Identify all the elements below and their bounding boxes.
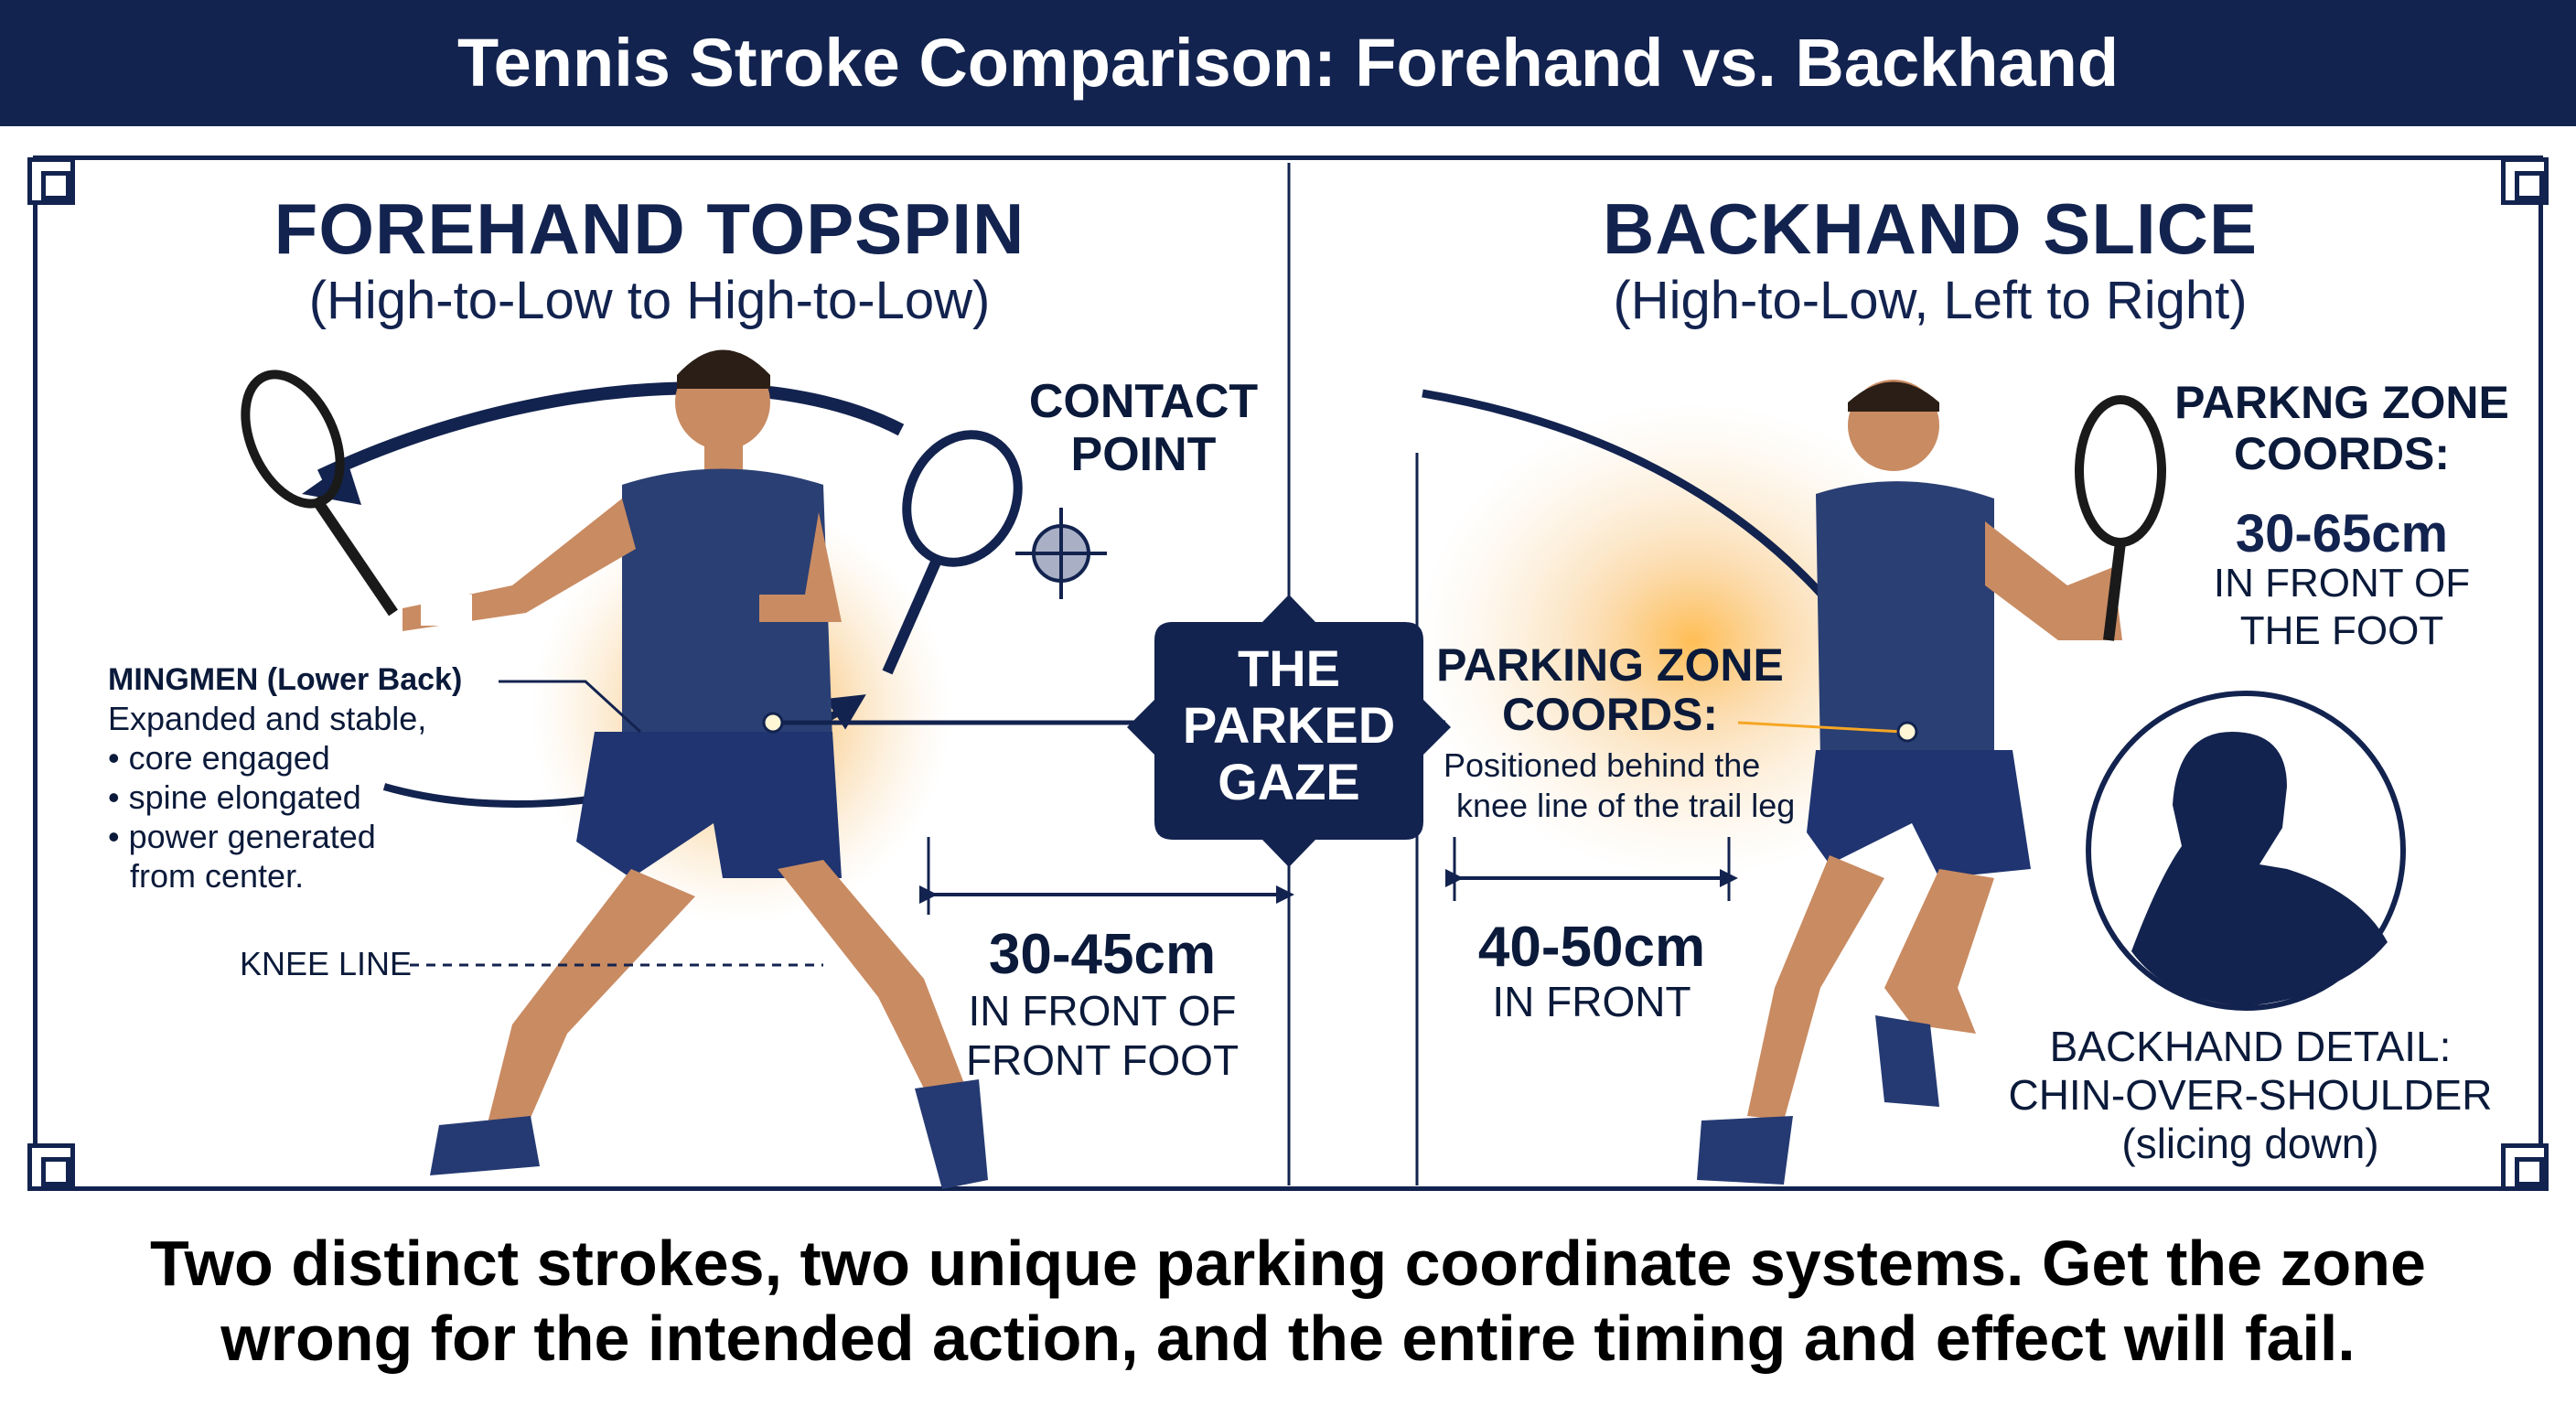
parked-gaze-box bbox=[1127, 595, 1451, 867]
forehand-backswing-arc bbox=[317, 381, 905, 482]
right-zone-title: PARKNG ZONE COORDS: bbox=[2174, 377, 2509, 479]
forehand-player-figure bbox=[241, 349, 1023, 1189]
forehand-arrow-head bbox=[302, 462, 361, 505]
backhand-point-icon bbox=[1896, 721, 1918, 743]
mingmen-point-icon bbox=[762, 712, 784, 734]
backhand-zone-title: PARKING ZONE COORDS: bbox=[1436, 639, 1784, 740]
frame-corner-ornament bbox=[2501, 157, 2549, 205]
parked-gaze-label: THE PARKED GAZE bbox=[1182, 639, 1396, 810]
page-header: Tennis Stroke Comparison: Forehand vs. B… bbox=[0, 0, 2576, 126]
contact-point-label: CONTACT POINT bbox=[1028, 375, 1259, 481]
backhand-subtitle: (High-to-Low, Left to Right) bbox=[1613, 271, 2248, 330]
backhand-measure-desc: IN FRONT bbox=[1492, 978, 1691, 1025]
contact-point-crosshair bbox=[1015, 508, 1107, 599]
backhand-detail-caption: BACKHAND DETAIL: CHIN-OVER-SHOULDER (sli… bbox=[2008, 1023, 2493, 1167]
frame-corner-ornament bbox=[2501, 1143, 2549, 1191]
forehand-title: FOREHAND TOPSPIN bbox=[274, 188, 1025, 269]
right-zone-desc: IN FRONT OF THE FOOT bbox=[2213, 561, 2471, 653]
right-zone-value: 30-65cm bbox=[2235, 504, 2449, 563]
mingmen-annotation: MINGMEN (Lower Back) Expanded and stable… bbox=[108, 662, 463, 895]
backhand-measure-value: 40-50cm bbox=[1477, 916, 1706, 979]
content-frame bbox=[33, 156, 2543, 1191]
frame-corner-ornament bbox=[27, 1143, 75, 1191]
footer-caption: Two distinct strokes, two unique parking… bbox=[149, 1228, 2426, 1374]
knee-line-label: KNEE LINE bbox=[240, 945, 413, 982]
zone-leader-line bbox=[1737, 721, 1904, 734]
chin-over-shoulder-silhouette bbox=[2086, 691, 2406, 1011]
backhand-title: BACKHAND SLICE bbox=[1603, 188, 2258, 269]
forehand-measure-value: 30-45cm bbox=[988, 923, 1217, 986]
frame-corner-ornament bbox=[27, 157, 75, 205]
backhand-player-figure bbox=[1697, 380, 2166, 1185]
backhand-zone-desc: Positioned behind the knee line of the t… bbox=[1444, 746, 1796, 824]
forehand-measure-desc: IN FRONT OF FRONT FOOT bbox=[965, 987, 1240, 1084]
mingmen-leader-line bbox=[499, 680, 642, 734]
forehand-subtitle: (High-to-Low to High-to-Low) bbox=[308, 271, 991, 330]
